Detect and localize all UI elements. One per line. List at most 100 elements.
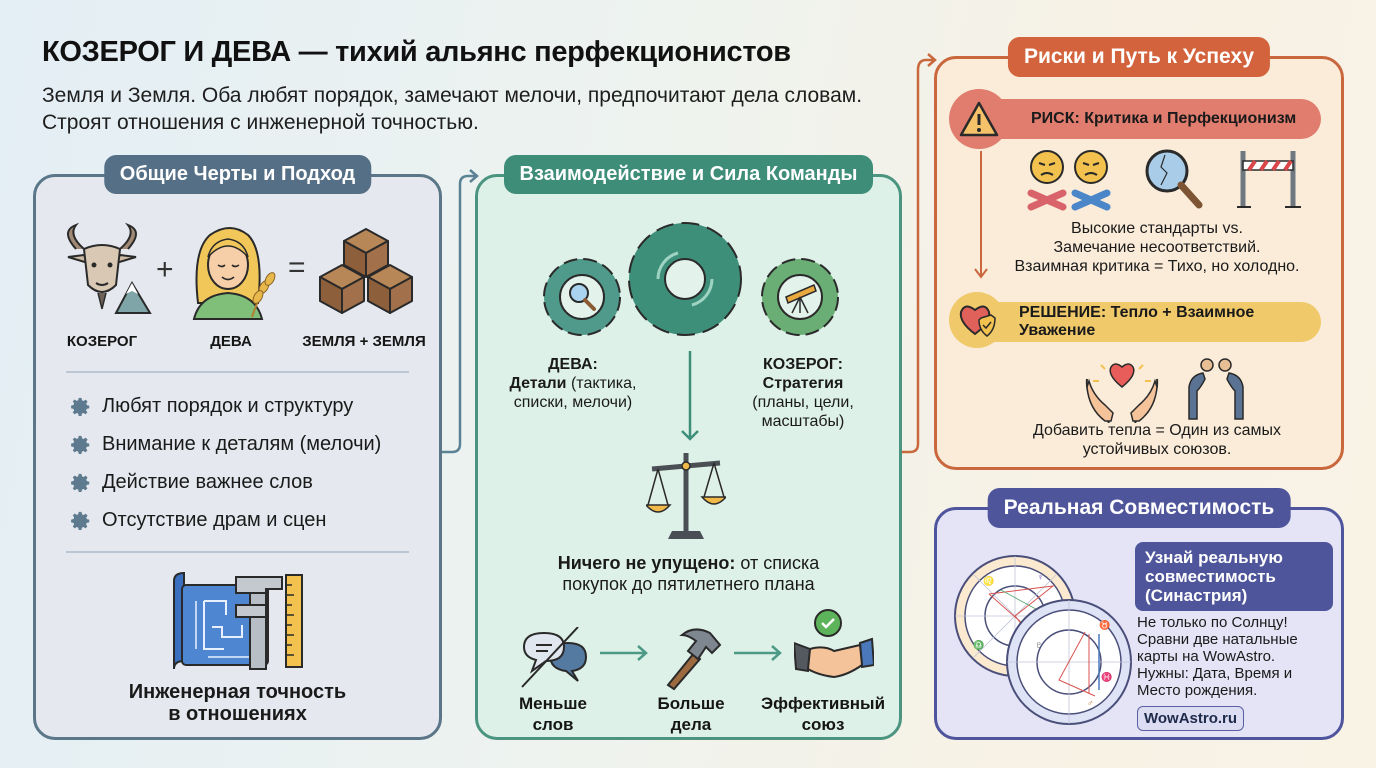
connector-arrowhead-2 (927, 53, 937, 67)
divider (66, 371, 409, 373)
warning-badge (949, 89, 1009, 149)
solution-text-line: Добавить тепла = Один из самых (1032, 422, 1282, 439)
solution-label: РЕШЕНИЕ: Тепло + Взаимное Уважение (1019, 304, 1255, 339)
svg-text:♂: ♂ (1087, 698, 1094, 708)
capricorn-label: КОЗЕРОГ (66, 333, 138, 350)
virgo-role-text-2: списки, мелочи) (513, 394, 633, 411)
natal-chart-2: ♇ ♉ ♓ ♂ (1006, 599, 1132, 725)
svg-text:♇: ♇ (1035, 640, 1043, 651)
capricorn-role-bold: Стратегия (762, 375, 844, 392)
trait-text: Отсутствие драм и сцен (102, 509, 327, 531)
nothing-missed-text-2: покупок до пятилетнего плана (562, 574, 815, 594)
cta-title-line: совместимость (1145, 567, 1276, 586)
caption-line-1: Инженерная точность (128, 681, 347, 703)
arrow-right-icon (600, 645, 648, 661)
capricorn-role: КОЗЕРОГ: Стратегия (планы, цели, масштаб… (728, 355, 878, 431)
risk-panel: Риски и Путь к Успеху РИСК: Критика и Пе… (934, 37, 1344, 470)
virgo-label: ДЕВА (210, 333, 252, 350)
check-badge-icon (814, 609, 842, 637)
maiden-icon (192, 227, 276, 320)
compat-text-line: карты на WowAstro. (1137, 648, 1276, 665)
virgo-role-bold: Детали (509, 375, 567, 392)
solution-pill: РЕШЕНИЕ: Тепло + Взаимное Уважение (959, 302, 1321, 342)
risk-pill: РИСК: Критика и Перфекционизм (959, 99, 1321, 139)
down-arrow-icon (974, 151, 988, 279)
earth-blocks-icon (319, 228, 413, 314)
risk-description: Высокие стандарты vs. Замечание несоотве… (987, 219, 1327, 276)
central-gear-icon (628, 222, 742, 336)
connector-1-2 (442, 174, 476, 454)
down-arrow-icon (681, 351, 699, 441)
nothing-missed-text: от списка (735, 553, 820, 573)
handshake-icon (794, 609, 874, 679)
gears-illustration (543, 222, 839, 336)
gear-icon (71, 435, 90, 454)
arrow-right-icon (734, 645, 782, 661)
svg-text:♆: ♆ (1037, 572, 1044, 582)
bowing-people-icon (1188, 358, 1244, 420)
risk-label: РИСК: Критика и Перфекционизм (1031, 110, 1297, 127)
no-chat-icon (521, 627, 588, 688)
trait-item: Любят порядок и структуру (70, 395, 353, 418)
virgo-role-title: ДЕВА: (548, 356, 598, 373)
team-panel-heading: Взаимодействие и Сила Команды (503, 155, 874, 194)
nothing-missed-bold: Ничего не упущено: (557, 553, 736, 573)
gear-icon (71, 511, 90, 530)
page-title: КОЗЕРОГ И ДЕВА — тихий альянс перфекцион… (42, 36, 791, 68)
cracked-magnifier-icon (1145, 149, 1203, 209)
barrier-icon (1237, 151, 1301, 208)
heart-shield-icon (959, 305, 996, 337)
flow-step-3-line2: союз (801, 715, 845, 734)
flow-step-2-line2: дела (670, 715, 712, 734)
virgo-role: ДЕВА: Детали (тактика, списки, мелочи) (498, 355, 648, 412)
svg-text:♌: ♌ (983, 575, 994, 586)
flow-step-2: Больше дела (636, 693, 746, 735)
engineering-precision-caption: Инженерная точность в отношениях (36, 681, 439, 725)
compat-text-line: Нужны: Дата, Время и (1137, 665, 1293, 682)
synastry-charts-icon: ♌ ♆ ♎ ♇ ♉ ♓ ♂ (954, 555, 1132, 725)
heart-shield-badge (949, 292, 1005, 348)
flow-step-1-line2: слов (532, 715, 574, 734)
trait-item: Отсутствие драм и сцен (70, 509, 326, 532)
plus-sign: + (156, 253, 174, 286)
svg-text:♎: ♎ (973, 639, 984, 650)
flow-step-3: Эффективный союз (758, 693, 888, 735)
equals-sign: = (288, 251, 306, 284)
solution-description: Добавить тепла = Один из самых устойчивы… (987, 421, 1327, 459)
compat-text-line: Место рождения. (1137, 682, 1258, 699)
risk-text-line: Высокие стандарты vs. (1071, 220, 1243, 237)
cta-title-line: Узнай реальную (1145, 548, 1283, 567)
trait-text: Действие важнее слов (102, 471, 313, 493)
earth-earth-label: ЗЕМЛЯ + ЗЕМЛЯ (302, 333, 426, 350)
compat-description: Не только по Солнцу! Сравни две натальны… (1137, 614, 1337, 699)
team-panel: Взаимодействие и Сила Команды ДЕВА: Дета… (475, 155, 902, 740)
capricorn-role-text-2: масштабы) (761, 413, 845, 430)
traits-panel-heading: Общие Черты и Подход (103, 155, 372, 194)
trait-item: Внимание к деталям (мелочи) (70, 433, 381, 456)
divider (66, 551, 409, 553)
capricorn-role-text: (планы, цели, (752, 394, 854, 411)
compatibility-panel-heading: Реальная Совместимость (987, 488, 1291, 528)
magnifier-gear-icon (543, 258, 621, 336)
caption-line-2: в отношениях (168, 703, 307, 725)
trait-item: Действие важнее слов (70, 471, 313, 494)
angry-faces-icon (1027, 150, 1111, 211)
hands-heart-icon (1085, 363, 1159, 423)
trait-text: Любят порядок и структуру (102, 395, 354, 417)
page-subtitle: Земля и Земля. Оба любят порядок, замеча… (42, 84, 863, 134)
warning-icon (959, 101, 999, 137)
virgo-role-text: (тактика, (566, 375, 637, 392)
trait-text: Внимание к деталям (мелочи) (102, 433, 382, 455)
synastry-cta-box: Узнай реальную совместимость (Синастрия) (1135, 542, 1333, 611)
goat-icon (67, 222, 152, 314)
svg-text:♉: ♉ (1099, 619, 1110, 630)
compat-text-line: Сравни две натальные (1137, 631, 1298, 648)
cta-title-line: (Синастрия) (1145, 586, 1248, 605)
svg-text:♓: ♓ (1101, 671, 1112, 682)
risk-panel-heading: Риски и Путь к Успеху (1007, 37, 1271, 77)
wowastro-link[interactable]: WowAstro.ru (1137, 706, 1245, 731)
flow-step-1: Меньше слов (498, 693, 608, 735)
traits-panel: Общие Черты и Подход КОЗЕРОГ + ДЕВА = (33, 155, 442, 740)
blueprint-icon (173, 571, 303, 670)
telescope-gear-icon (761, 258, 839, 336)
